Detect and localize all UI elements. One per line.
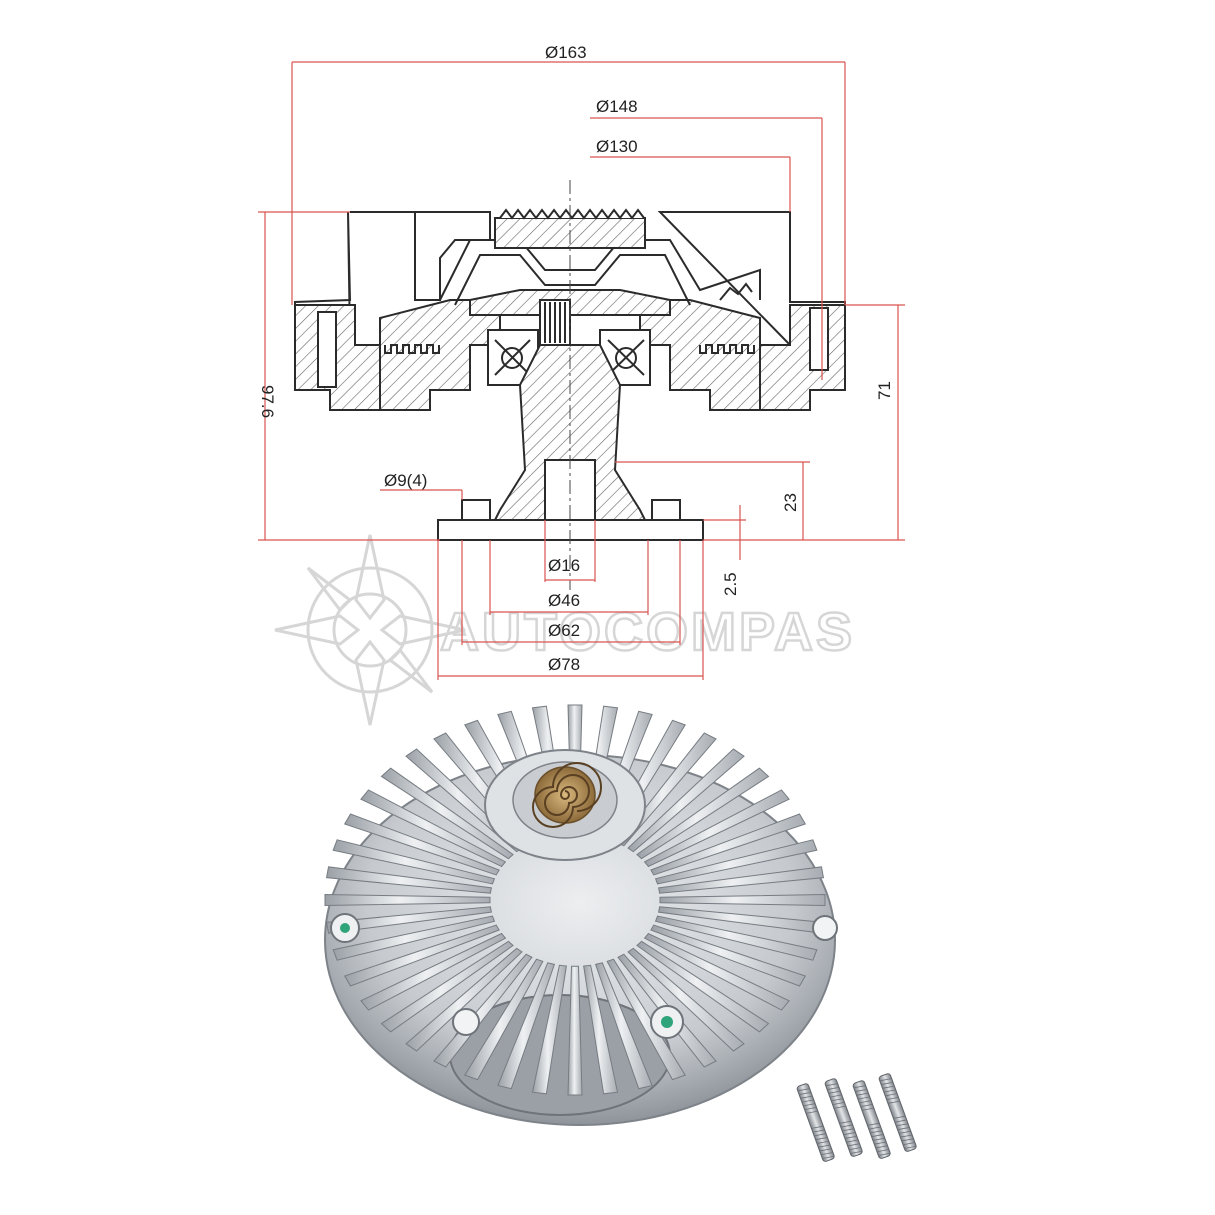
fin xyxy=(643,789,790,868)
fin xyxy=(650,924,807,987)
fin xyxy=(360,932,507,1011)
fin xyxy=(654,915,818,961)
dim-diameter-163: Ø163 xyxy=(545,43,587,62)
fin xyxy=(531,964,567,1095)
watermark-text: AUTOCOMPAS xyxy=(440,602,855,662)
fin xyxy=(497,962,556,1090)
fin xyxy=(464,958,544,1081)
fin xyxy=(627,947,745,1052)
dim-diameter-148: Ø148 xyxy=(596,97,638,116)
dim-diameter-78: Ø78 xyxy=(548,655,580,674)
fin xyxy=(343,924,500,987)
fin xyxy=(643,932,790,1011)
stud-bolt-icon xyxy=(852,1080,891,1159)
fin xyxy=(627,748,745,853)
fin xyxy=(332,839,496,885)
fin xyxy=(380,940,514,1033)
dim-diameter-46: Ø46 xyxy=(548,591,580,610)
fin xyxy=(583,964,619,1095)
dim-hole-9-x4: Ø9(4) xyxy=(384,471,427,490)
stud-bolt-icon xyxy=(796,1083,835,1162)
bimetal-spring-icon xyxy=(532,762,602,828)
fin xyxy=(654,839,818,885)
fin xyxy=(343,813,500,876)
fin xyxy=(405,947,523,1052)
dimension-lines xyxy=(258,61,905,680)
fin xyxy=(594,962,653,1090)
fin xyxy=(658,866,825,894)
mounting-hole-icon xyxy=(330,913,838,1039)
cross-section xyxy=(294,180,846,590)
dim-height-23: 23 xyxy=(781,493,800,512)
watermark: AUTOCOMPAS xyxy=(274,534,855,726)
fin xyxy=(636,940,770,1033)
stud-bolt-icon xyxy=(824,1078,863,1157)
fin xyxy=(360,789,507,868)
fin xyxy=(332,915,496,961)
fin xyxy=(380,767,514,860)
stud-bolts xyxy=(796,1073,917,1162)
stud-bolt-icon xyxy=(878,1073,917,1152)
dim-diameter-130: Ø130 xyxy=(596,137,638,156)
fin xyxy=(636,767,770,860)
fin xyxy=(650,813,807,876)
fan-clutch-photo xyxy=(324,704,838,1126)
fin xyxy=(324,894,491,906)
dim-diameter-16: Ø16 xyxy=(548,556,580,575)
fin xyxy=(567,965,583,1096)
dimension-labels: Ø163 Ø148 Ø130 97.6 71 23 2.5 Ø9(4) Ø16 … xyxy=(258,43,894,674)
fin xyxy=(325,866,492,894)
fin xyxy=(325,906,492,934)
dim-diameter-62: Ø62 xyxy=(548,621,580,640)
dim-height-97-6: 97.6 xyxy=(258,385,277,418)
dim-height-71: 71 xyxy=(875,381,894,400)
gear-star-logo-icon xyxy=(274,534,466,726)
fin xyxy=(659,894,826,906)
dim-height-2-5: 2.5 xyxy=(721,572,740,596)
